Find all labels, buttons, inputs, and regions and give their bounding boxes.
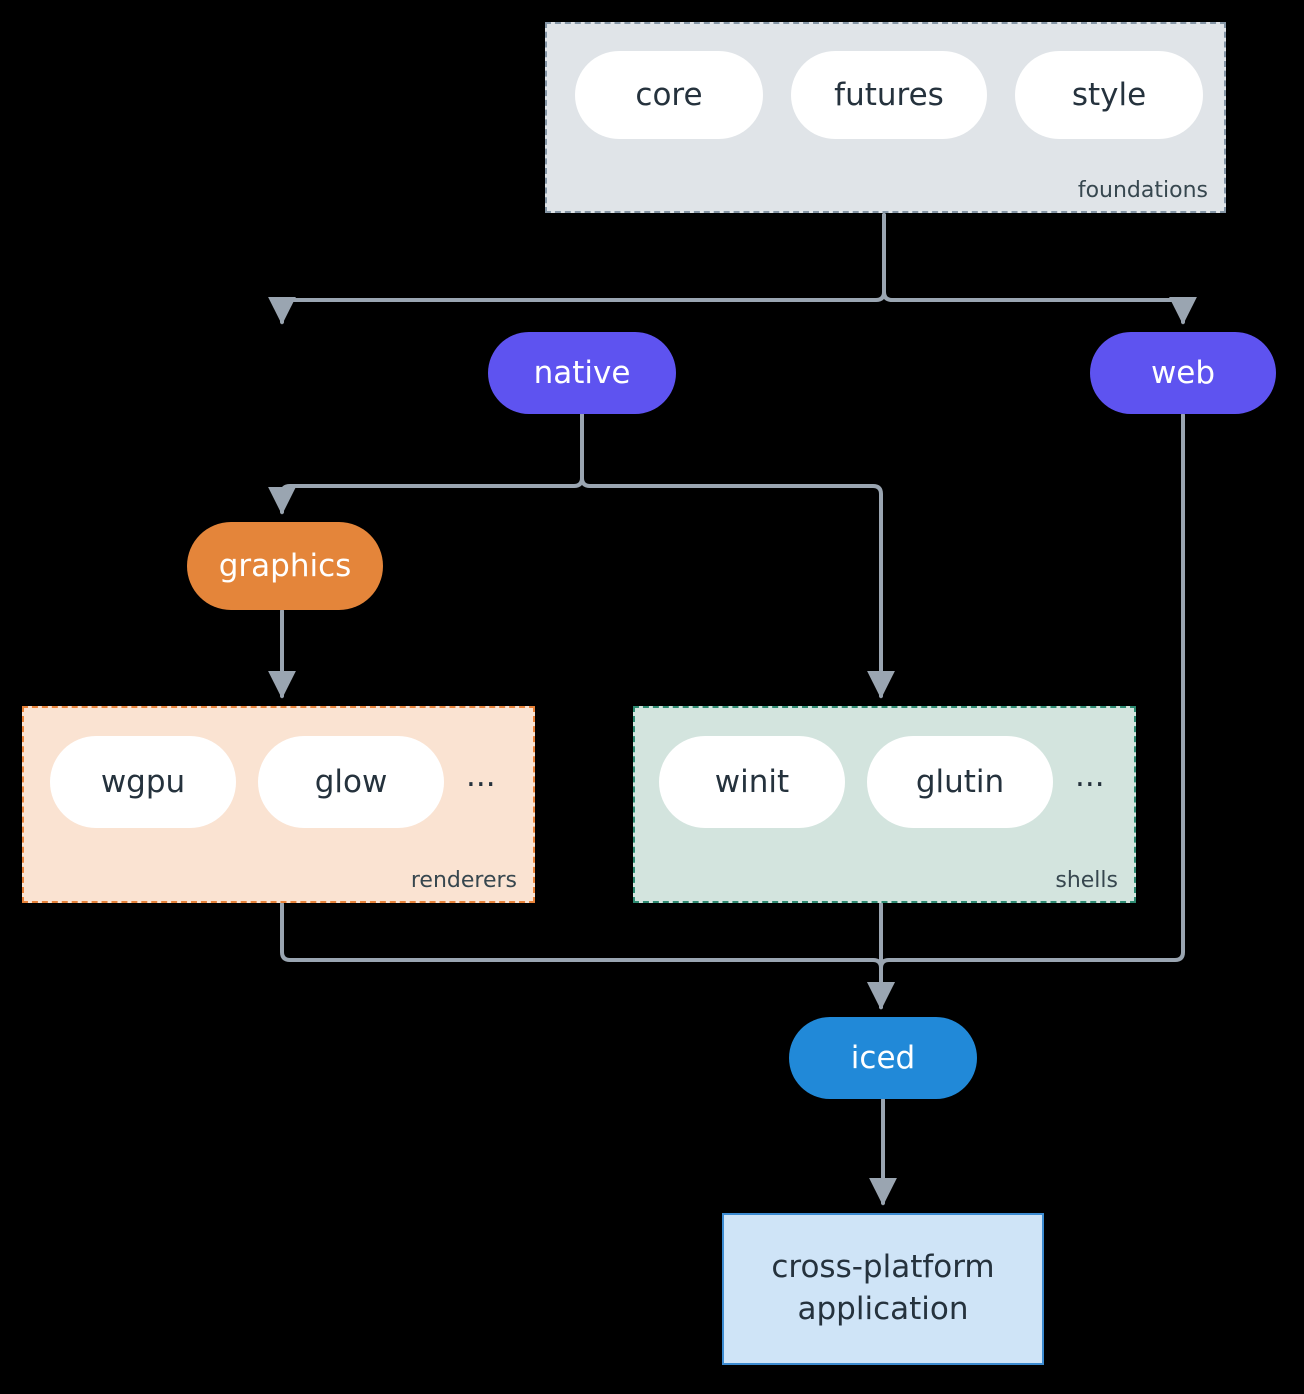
node-style[interactable]: style <box>1015 51 1203 139</box>
node-iced[interactable]: iced <box>789 1017 977 1099</box>
node-core[interactable]: core <box>575 51 763 139</box>
shells-ellipsis: ... <box>1075 757 1105 794</box>
cluster-renderers-items: wgpu glow ... <box>50 736 496 828</box>
node-cross-platform-application[interactable]: cross-platform application <box>722 1213 1044 1365</box>
cluster-shells-label: shells <box>1055 868 1118 893</box>
cluster-foundations-items: core futures style <box>575 51 1203 139</box>
cluster-foundations-label: foundations <box>1077 178 1208 203</box>
edge-native-shells <box>580 413 895 699</box>
cluster-foundations[interactable]: core futures style foundations <box>545 22 1226 213</box>
node-web[interactable]: web <box>1090 332 1276 414</box>
node-wgpu[interactable]: wgpu <box>50 736 236 828</box>
application-line-2: application <box>797 1291 969 1327</box>
application-line-1: cross-platform <box>771 1249 995 1286</box>
edge-native-graphics <box>268 413 584 515</box>
edge-renderers-iced <box>280 902 895 1010</box>
node-glow[interactable]: glow <box>258 736 444 828</box>
cluster-shells[interactable]: winit glutin ... shells <box>633 706 1136 903</box>
edge-foundations-native <box>268 213 886 325</box>
cluster-shells-items: winit glutin ... <box>659 736 1105 828</box>
node-glutin[interactable]: glutin <box>867 736 1053 828</box>
renderers-ellipsis: ... <box>466 757 496 794</box>
node-native[interactable]: native <box>488 332 676 414</box>
edge-foundations-web <box>882 213 1197 325</box>
node-futures[interactable]: futures <box>791 51 987 139</box>
node-winit[interactable]: winit <box>659 736 845 828</box>
cluster-renderers-label: renderers <box>410 868 517 893</box>
node-graphics[interactable]: graphics <box>187 522 383 610</box>
cluster-renderers[interactable]: wgpu glow ... renderers <box>22 706 535 903</box>
